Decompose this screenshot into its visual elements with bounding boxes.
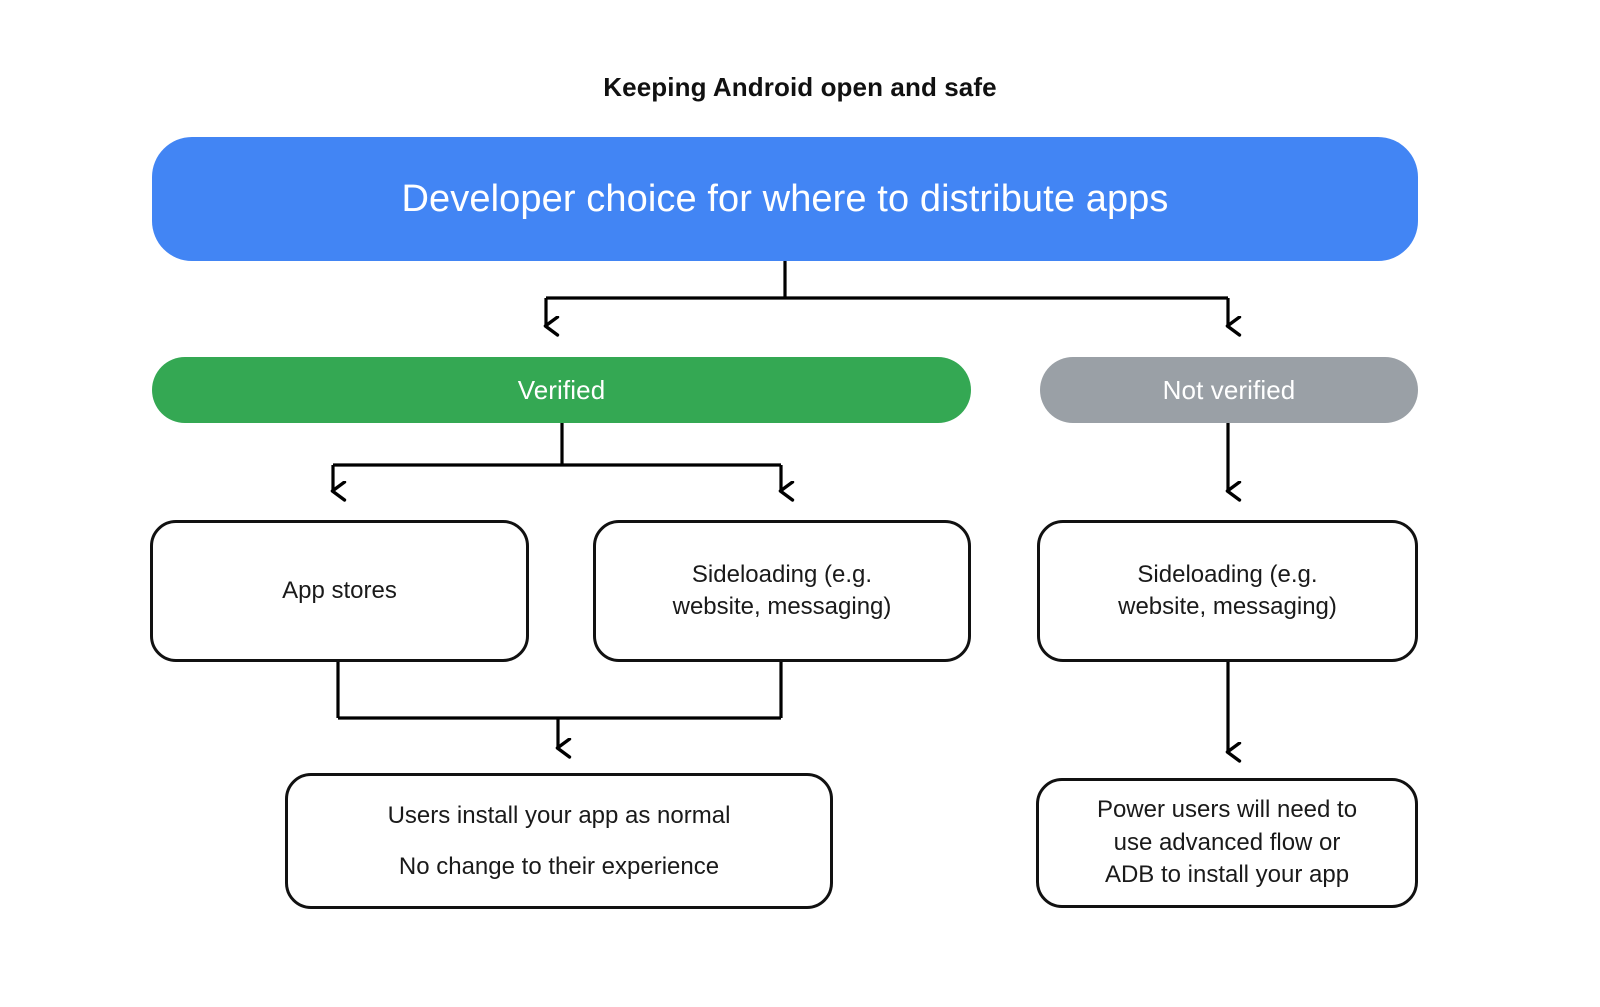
node-sideloading-verified-line2: website, messaging) xyxy=(672,593,892,620)
node-app-stores-label: App stores xyxy=(282,577,397,605)
node-app-stores[interactable]: App stores xyxy=(150,520,529,662)
node-power-users-line1: Power users will need to xyxy=(1096,796,1358,824)
node-sideloading-verified-label: Sideloading (e.g. website, messaging) xyxy=(673,559,892,622)
node-users-install[interactable]: Users install your app as normal No chan… xyxy=(285,773,833,909)
node-power-users-line3: ADB to install your app xyxy=(1104,861,1350,889)
page-title: Keeping Android open and safe xyxy=(603,72,997,102)
edge-merge-users-install xyxy=(336,662,783,748)
node-not-verified[interactable]: Not verified xyxy=(1040,357,1418,423)
node-developer-choice-label: Developer choice for where to distribute… xyxy=(401,177,1169,220)
node-power-users-label: Power users will need to use advanced fl… xyxy=(1097,794,1357,892)
node-users-install-line2: No change to their experience xyxy=(398,853,720,880)
node-sideloading-unverified-line2: website, messaging) xyxy=(1118,593,1337,620)
node-sideloading-unverified-line1: Sideloading (e.g. xyxy=(1137,561,1318,589)
node-sideloading-unverified-label: Sideloading (e.g. website, messaging) xyxy=(1118,559,1337,622)
node-users-install-line1: Users install your app as normal xyxy=(387,801,731,829)
edge-verified-split xyxy=(333,423,781,491)
node-sideloading-unverified[interactable]: Sideloading (e.g. website, messaging) xyxy=(1037,520,1418,662)
node-verified-label: Verified xyxy=(517,374,606,405)
node-not-verified-label: Not verified xyxy=(1162,374,1296,405)
node-verified[interactable]: Verified xyxy=(152,357,971,423)
node-power-users-line2: use advanced flow or xyxy=(1113,828,1341,856)
node-developer-choice[interactable]: Developer choice for where to distribute… xyxy=(152,137,1418,261)
node-power-users[interactable]: Power users will need to use advanced fl… xyxy=(1036,778,1418,908)
edge-developerchoice-split xyxy=(546,261,1228,326)
node-sideloading-verified-line1: Sideloading (e.g. xyxy=(691,561,873,589)
node-sideloading-verified[interactable]: Sideloading (e.g. website, messaging) xyxy=(593,520,971,662)
